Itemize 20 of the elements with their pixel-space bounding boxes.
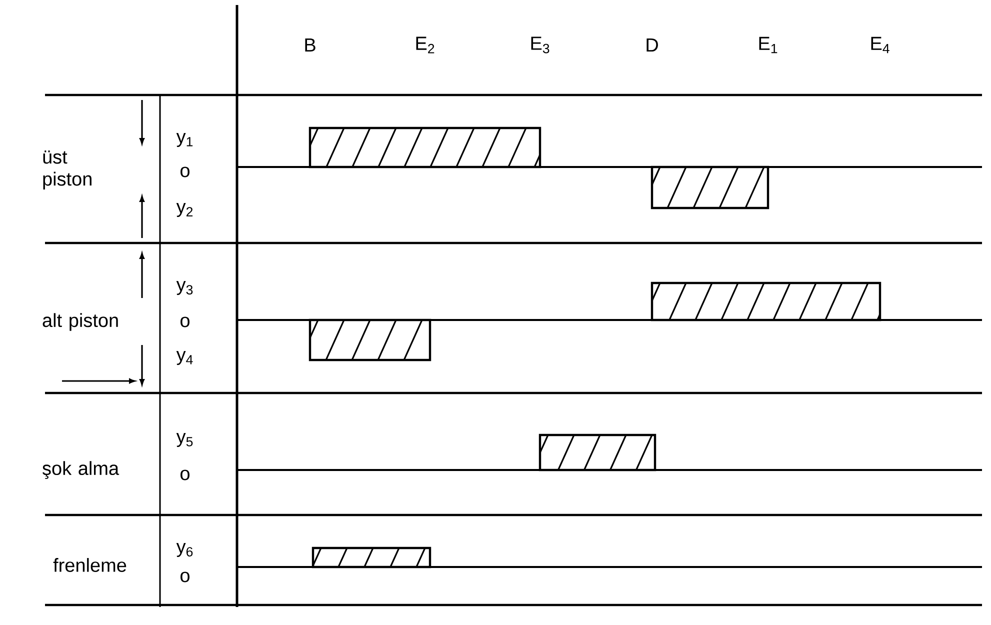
state-label: y$_{1}$ xyxy=(176,133,193,147)
row-label: alt piston xyxy=(42,313,118,331)
state-label: y$_{3}$ xyxy=(176,281,193,295)
state-label: o xyxy=(180,166,190,178)
column-header: E$_{4}$ xyxy=(871,36,890,54)
state-label: o xyxy=(180,316,190,328)
column-header: B xyxy=(305,38,316,52)
state-label: y$_{4}$ xyxy=(176,351,193,365)
column-header: E$_{1}$ xyxy=(759,36,778,54)
state-label: y$_{2}$ xyxy=(176,203,193,217)
row-label: şok alma xyxy=(42,461,120,479)
state-label: o xyxy=(180,470,190,480)
row-label: üst piston xyxy=(43,150,92,190)
row-label: frenleme xyxy=(53,558,126,572)
state-label: y$_{6}$ xyxy=(176,543,193,557)
state-label: o xyxy=(180,572,190,582)
column-header: E$_{2}$ xyxy=(416,36,434,54)
column-header: D xyxy=(646,38,658,52)
column-header: E$_{3}$ xyxy=(531,36,550,54)
state-label: y$_{5}$ xyxy=(176,433,193,447)
